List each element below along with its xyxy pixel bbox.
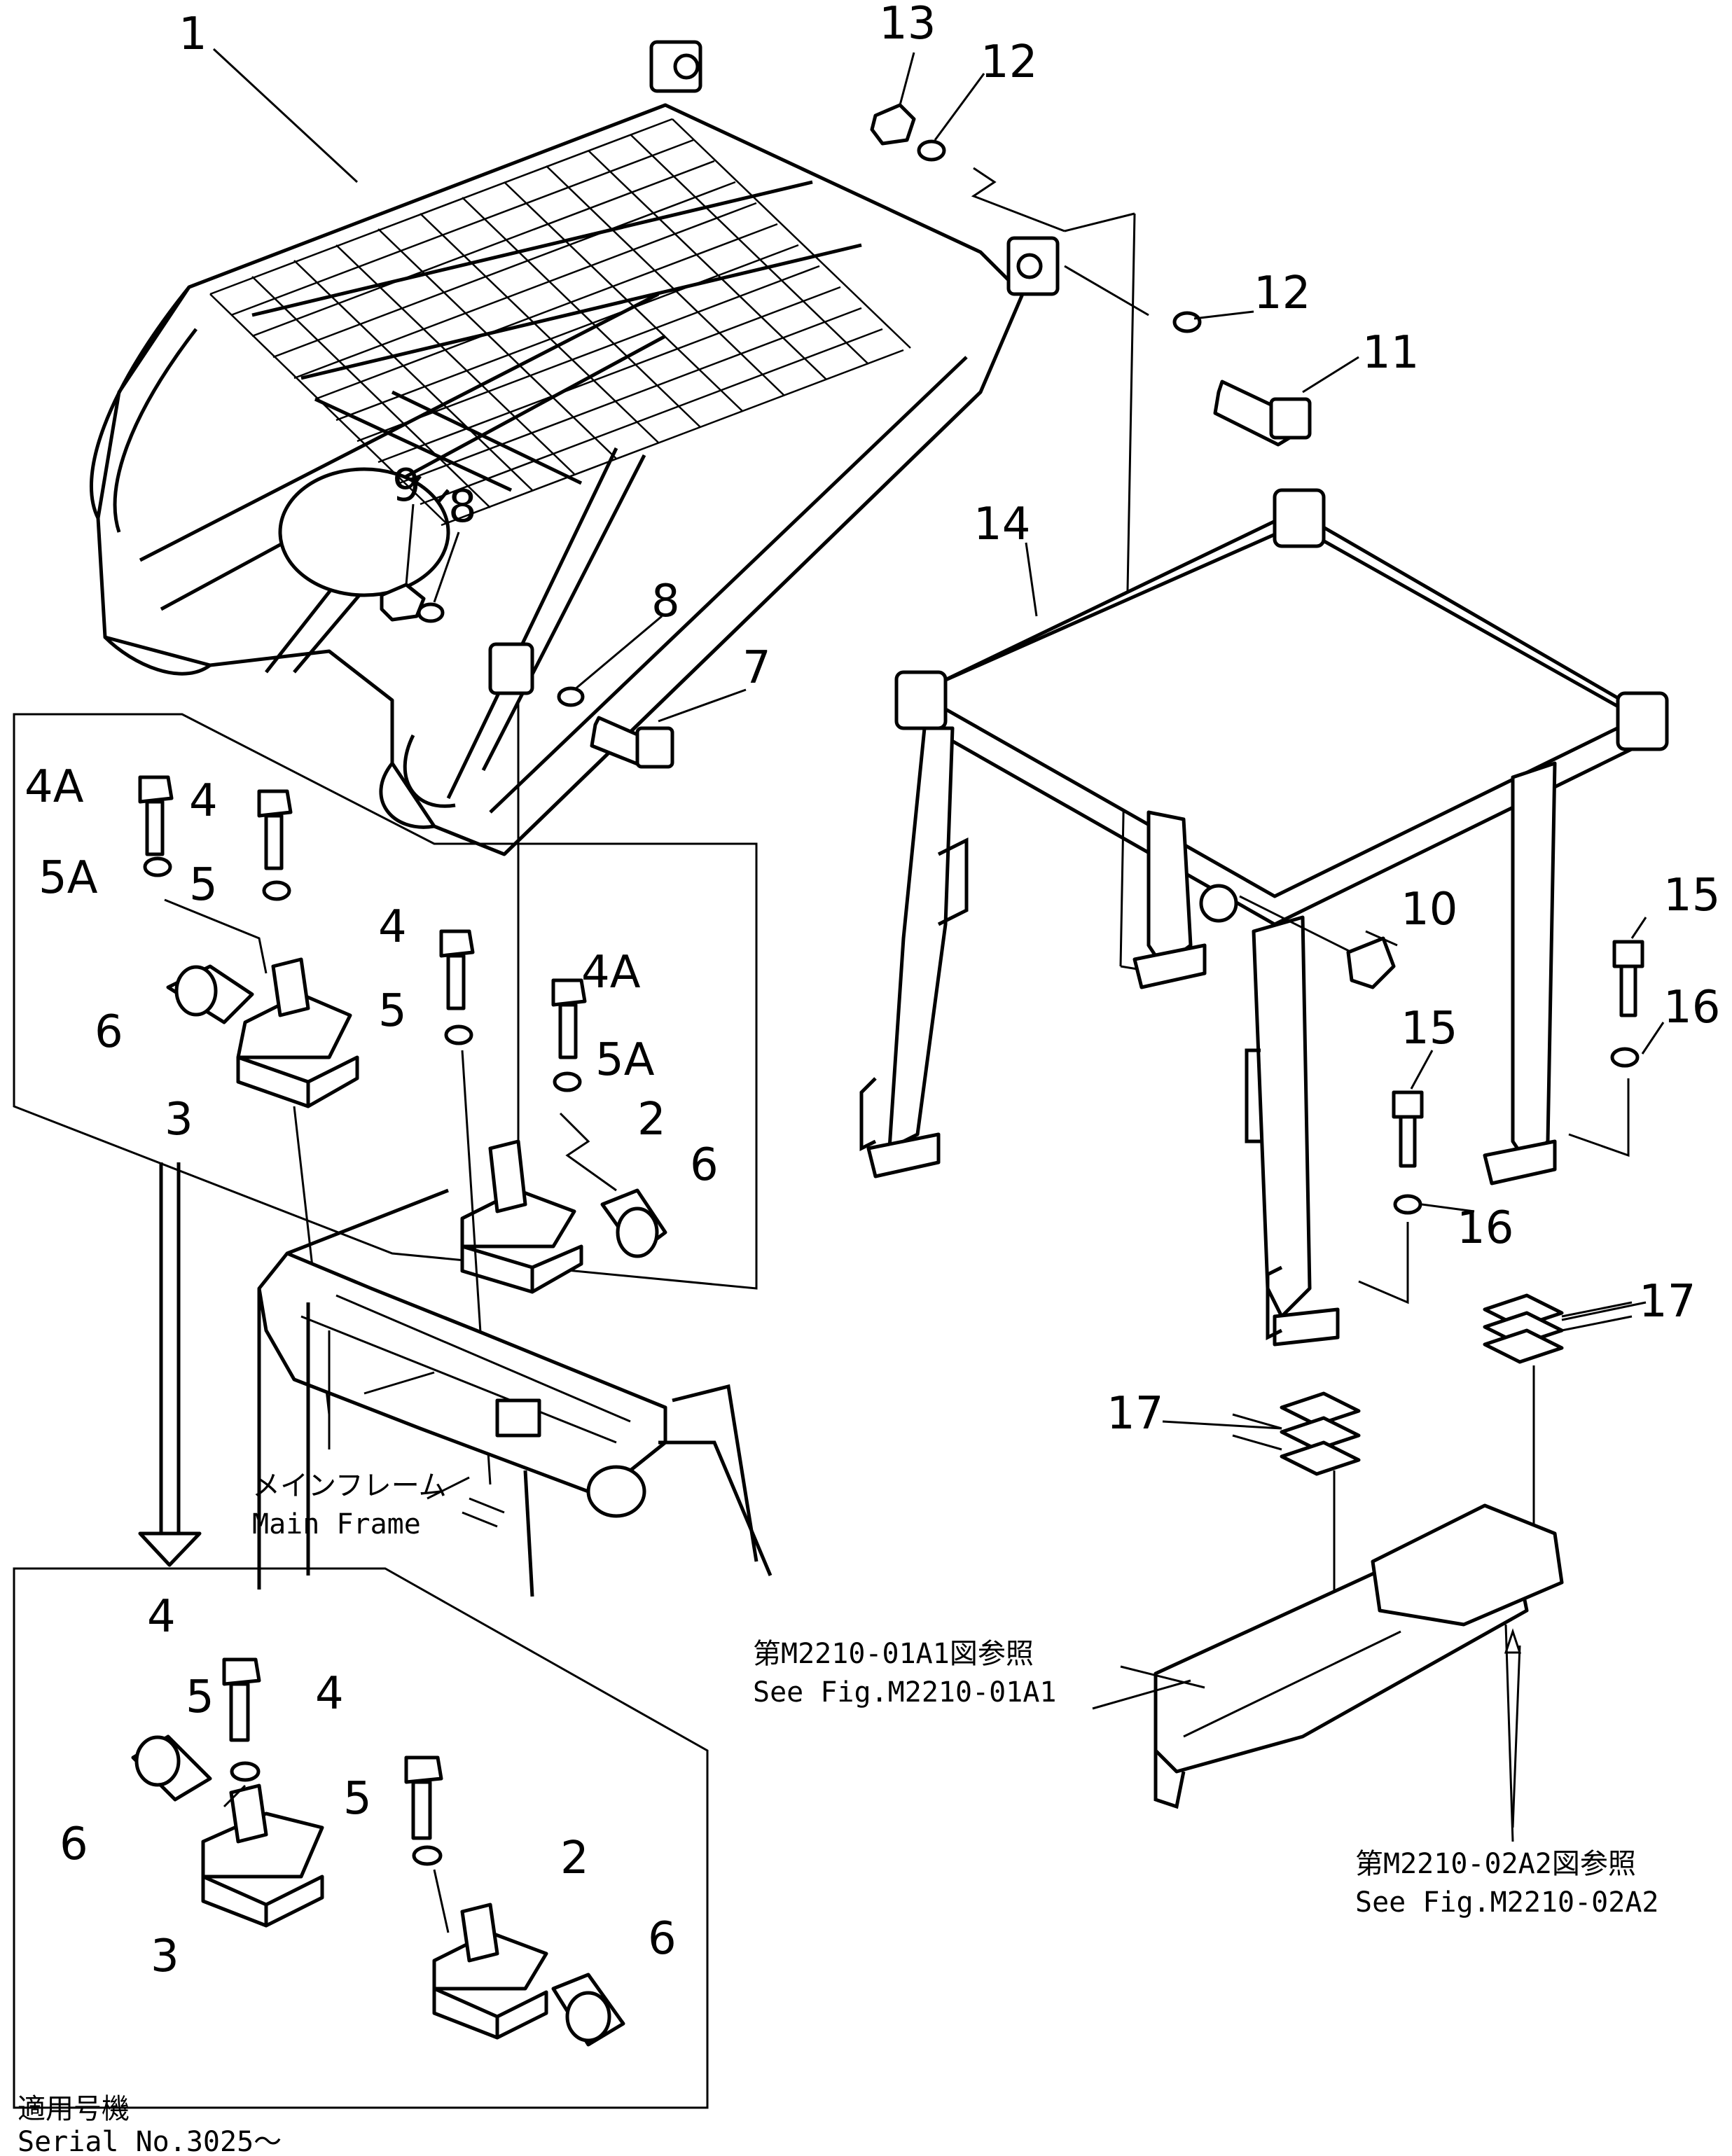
callout-7: 7 [742, 642, 771, 694]
callout-15-right: 15 [1663, 870, 1720, 921]
callout-4-left: 4 [189, 775, 218, 827]
bolt-4A [138, 775, 174, 856]
callout-4A-left: 4A [25, 761, 84, 813]
main-frame-label-jp: メインフレーム [252, 1470, 447, 1502]
main-frame [257, 1188, 773, 1597]
bolt-4 [257, 789, 293, 870]
callout-12-top: 12 [981, 36, 1037, 88]
callout-8-upper: 8 [448, 481, 477, 533]
canopy-mount-hardware [1232, 940, 1644, 1681]
callout-5-bottom-right: 5 [343, 1773, 372, 1825]
callout-5A-left: 5A [39, 852, 98, 904]
callout-6-bottom-right: 6 [648, 1913, 677, 1965]
callout-6-bottom-left: 6 [60, 1818, 88, 1870]
callout-labels: 1 13 12 12 11 9 8 8 7 14 4A 4 5A 5 6 3 4… [25, 0, 1720, 1982]
callout-10: 10 [1401, 884, 1457, 936]
callout-16-right: 16 [1663, 982, 1720, 1034]
serial-label-jp: 適用号機 [18, 2093, 130, 2125]
callout-15-mid: 15 [1401, 1003, 1457, 1055]
callout-4-bottom-left: 4 [147, 1591, 176, 1643]
see-fig-a-en: See Fig.M2210-01A1 [753, 1676, 1056, 1709]
callout-17-right: 17 [1639, 1276, 1696, 1328]
see-fig-b-en: See Fig.M2210-02A2 [1355, 1886, 1658, 1919]
callout-9: 9 [392, 460, 421, 512]
callout-6-mid: 6 [690, 1139, 719, 1191]
leader-lines [212, 48, 1665, 1828]
callout-17-left: 17 [1107, 1388, 1163, 1440]
callout-5-left: 5 [189, 859, 218, 911]
callout-6-left: 6 [95, 1006, 123, 1058]
callout-4-bottom-right: 4 [315, 1668, 344, 1720]
callout-5-bottom-left: 5 [186, 1671, 214, 1723]
down-arrow [138, 1162, 202, 1567]
callout-11: 11 [1362, 327, 1419, 379]
detail-inset-top [13, 700, 758, 1485]
callout-14: 14 [974, 499, 1030, 550]
callout-2: 2 [637, 1094, 666, 1146]
callout-3-bottom: 3 [151, 1931, 179, 1982]
see-fig-a-jp: 第M2210-01A1図参照 [753, 1638, 1034, 1670]
callout-4-mid: 4 [378, 901, 407, 953]
screen-guard-assembly [89, 40, 1060, 856]
guard-pin-hardware [380, 583, 674, 769]
serial-number: Serial No.3025～ [18, 2126, 282, 2156]
guard-mesh [209, 118, 911, 527]
callout-4A-mid: 4A [581, 947, 641, 999]
lower-frame-ref [1120, 1503, 1564, 1842]
callout-8: 8 [651, 576, 680, 627]
callout-1: 1 [179, 8, 207, 60]
see-fig-b-jp: 第M2210-02A2図参照 [1355, 1848, 1636, 1880]
callout-2-bottom: 2 [560, 1832, 589, 1884]
main-frame-label-en: Main Frame [252, 1508, 421, 1541]
canopy-frame [859, 488, 1669, 1347]
detail-inset-bottom [13, 1567, 709, 2109]
reference-labels: メインフレーム Main Frame 第M2210-01A1図参照 See Fi… [18, 1470, 1658, 2156]
callout-3: 3 [165, 1094, 193, 1146]
callout-12: 12 [1254, 267, 1310, 319]
callout-16-mid: 16 [1457, 1202, 1513, 1254]
callout-5A-mid: 5A [595, 1034, 655, 1086]
callout-5-mid: 5 [378, 985, 407, 1037]
callout-13: 13 [879, 0, 936, 50]
